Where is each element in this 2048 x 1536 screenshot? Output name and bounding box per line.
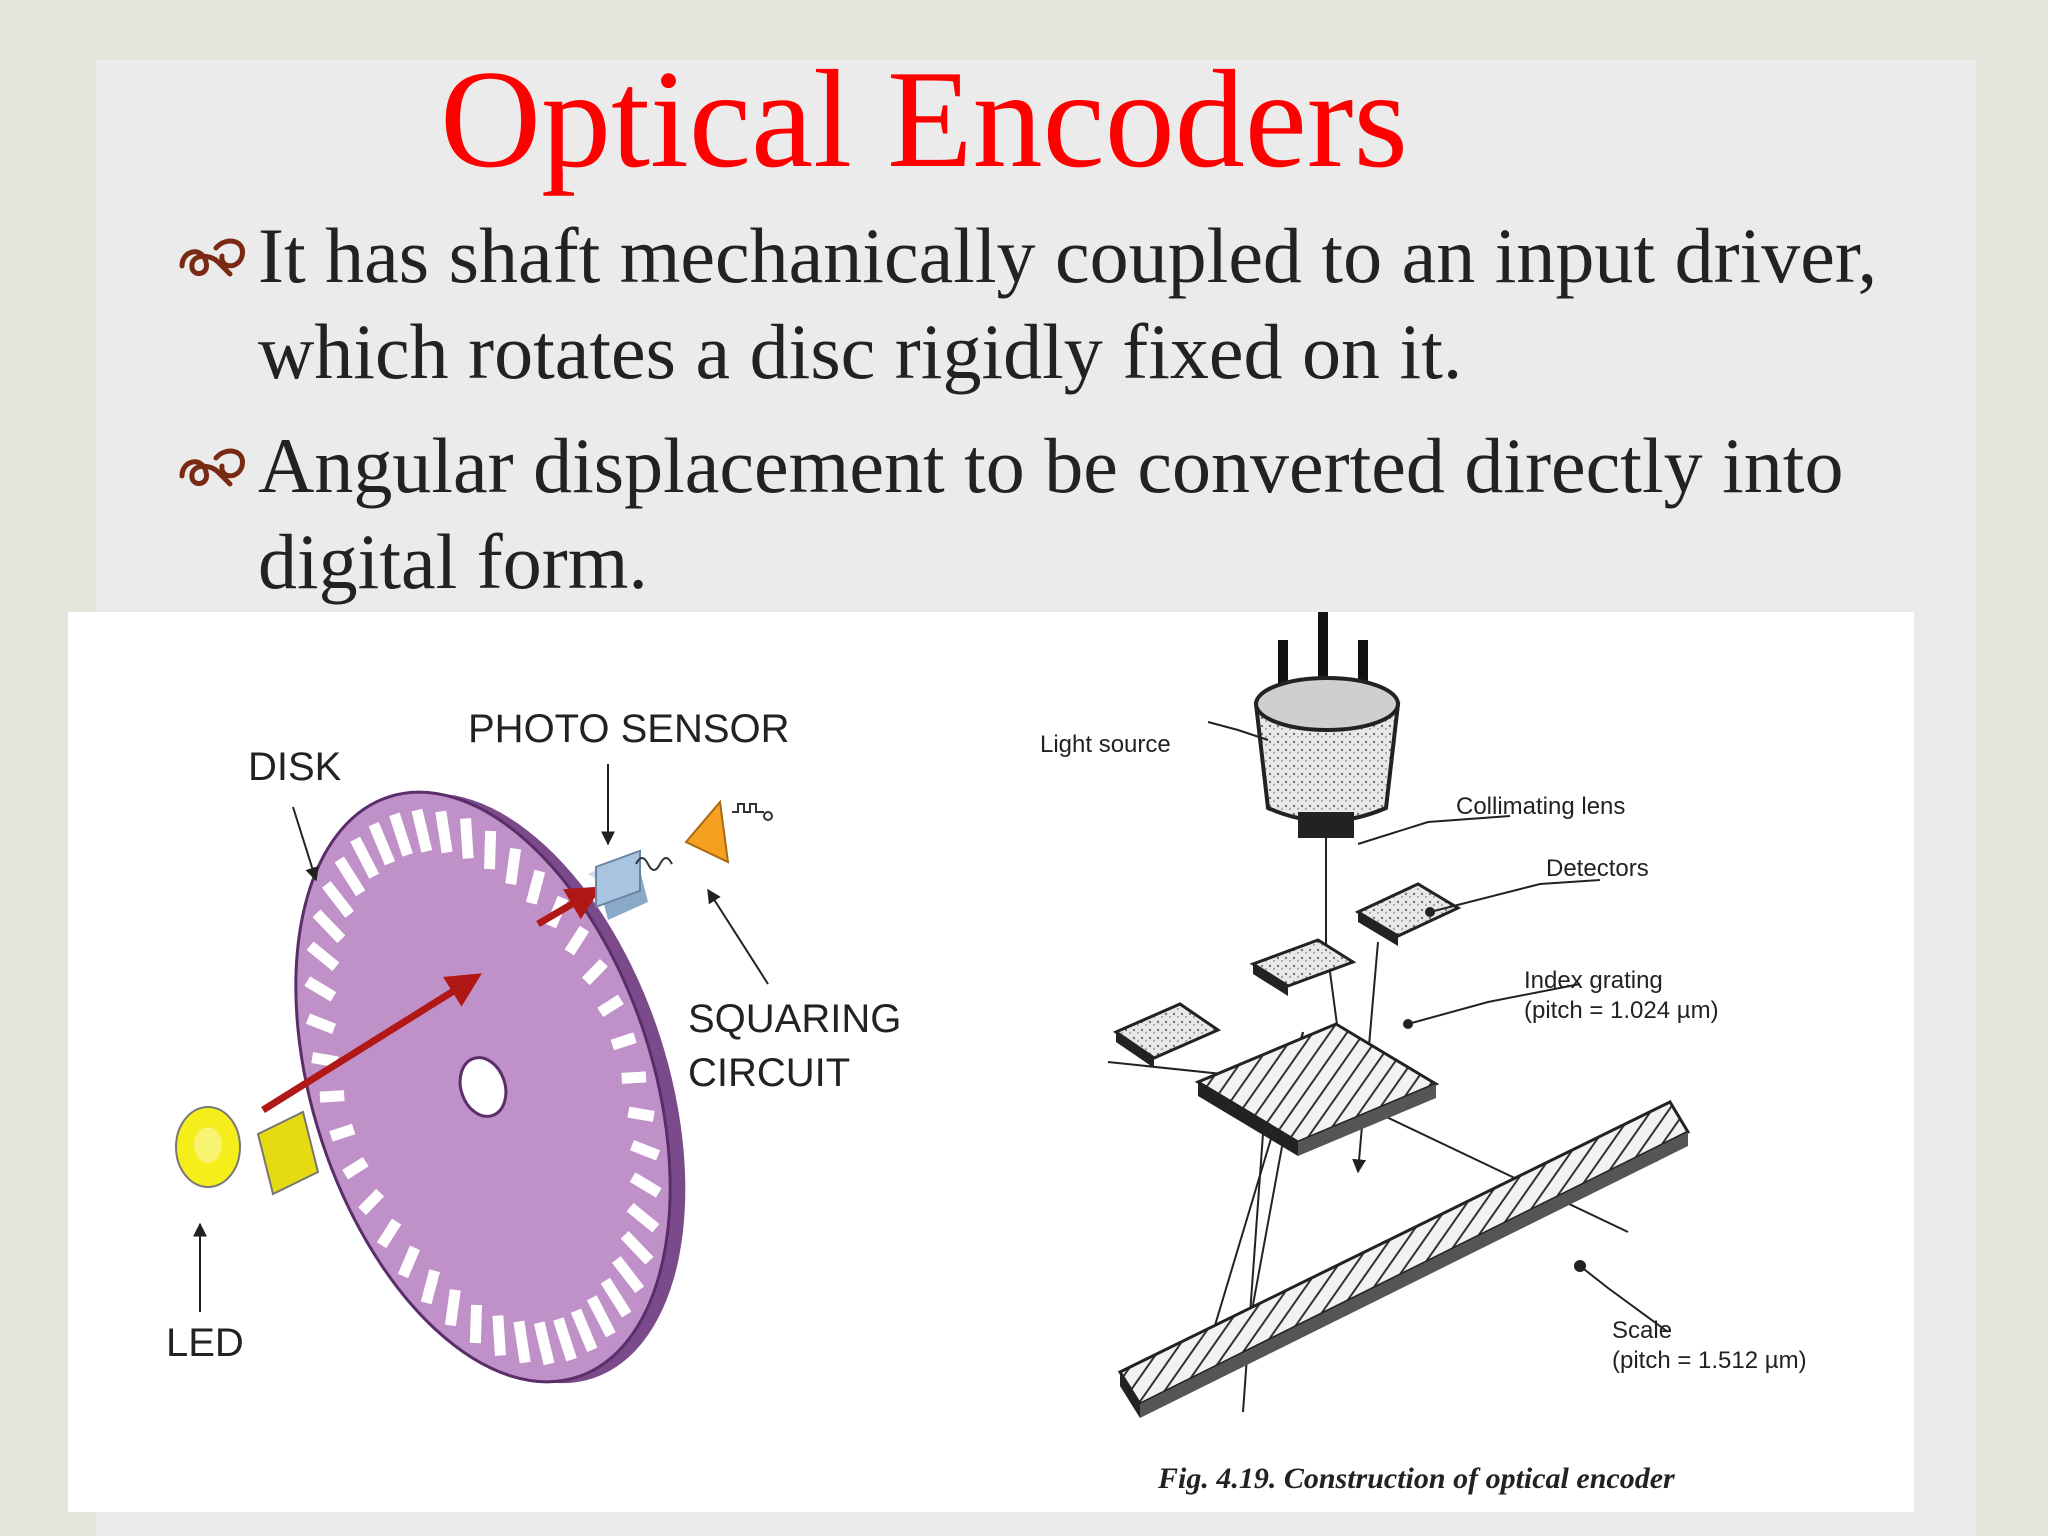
squaring-amplifier-icon: [684, 799, 730, 864]
disk-slot: [306, 941, 340, 972]
bullet-1-line-1: It has shaft mechanically coupled to an …: [258, 212, 1878, 299]
bullet-1-line-2: which rotates a disc rigidly fixed on it…: [258, 308, 1463, 395]
disk-slot: [610, 1032, 637, 1051]
scale-strip: [1117, 1100, 1691, 1418]
square-wave-icon: [732, 803, 764, 813]
label-scale: Scale: [1612, 1317, 1672, 1344]
label-photo-sensor: PHOTO SENSOR: [468, 707, 790, 751]
disk-slot: [435, 810, 453, 854]
disk-slot: [600, 1277, 632, 1318]
label-led: LED: [166, 1321, 244, 1365]
label-index-grating-pitch: (pitch = 1.024 µm): [1524, 997, 1719, 1024]
disk-slot: [533, 1321, 555, 1366]
disk-slot: [626, 1202, 660, 1233]
disk-slot: [570, 1308, 598, 1352]
label-index-grating: Index grating: [1524, 967, 1663, 994]
label-light-source: Light source: [1040, 731, 1171, 758]
label-circuit: CIRCUIT: [688, 1051, 850, 1095]
led-icon: [175, 1106, 320, 1196]
bullet-swirl-icon: [179, 448, 245, 487]
left-encoder-diagram: DISK PHOTO SENSOR SQUARING CIRCUIT LED: [166, 707, 901, 1384]
disk-slot: [581, 958, 608, 986]
disk-slot: [564, 925, 590, 956]
disk-slot: [553, 1317, 577, 1362]
disk-slot: [460, 818, 474, 859]
encoder-figure: DISK PHOTO SENSOR SQUARING CIRCUIT LED: [68, 612, 1914, 1512]
disk-slot: [505, 847, 522, 885]
encoder-disk: [294, 790, 686, 1384]
light-beam-arrow: [261, 973, 482, 1113]
photo-sensor-icon: [588, 849, 648, 920]
disk-slot: [621, 1071, 647, 1084]
right-encoder-diagram: Light source Collimating lens Detectors …: [1040, 612, 1807, 1495]
detector-plate-2: [1249, 938, 1357, 996]
disk-slot: [420, 1269, 440, 1305]
label-detectors: Detectors: [1546, 855, 1649, 882]
bullet-2-line-2: digital form.: [258, 518, 648, 605]
disk-slot: [629, 1172, 662, 1198]
disk-slot: [368, 822, 396, 866]
disk-slot: [620, 1231, 654, 1265]
disk-slot: [389, 812, 413, 857]
light-beam-arrow-2: [536, 886, 603, 928]
disk-slot: [526, 869, 546, 905]
label-disk: DISK: [248, 745, 342, 789]
disk-slot: [629, 1140, 661, 1161]
disk-slot: [305, 1013, 337, 1034]
disk-slot: [329, 1123, 356, 1142]
encoder-figure-svg: DISK PHOTO SENSOR SQUARING CIRCUIT LED: [166, 612, 1807, 1495]
disk-slot: [586, 1295, 616, 1338]
disk-slot: [321, 880, 354, 918]
label-collimating-lens: Collimating lens: [1456, 793, 1625, 820]
disk-slot: [350, 836, 380, 879]
label-scale-pitch: (pitch = 1.512 µm): [1612, 1347, 1807, 1374]
disk-slot: [312, 909, 346, 943]
disk-slots: [304, 808, 662, 1366]
disk-slot: [397, 1245, 421, 1279]
light-source-icon: [1253, 676, 1401, 838]
detector-plate-3: [1354, 882, 1462, 946]
disk-slot: [342, 1156, 369, 1180]
bullet-2-line-1: Angular displacement to be converted dir…: [258, 422, 1844, 509]
disk-slot: [358, 1188, 385, 1216]
bullet-item-1: It has shaft mechanically coupled to an …: [176, 208, 1936, 400]
slide-title: Optical Encoders: [440, 42, 1408, 197]
disk-slot: [311, 1052, 339, 1068]
disk-slot: [469, 1304, 482, 1344]
disk-slot: [612, 1256, 645, 1294]
disk-slot: [334, 856, 366, 897]
disk-slot: [627, 1106, 655, 1122]
disk-slot: [513, 1320, 531, 1364]
analog-signal-icon: [635, 857, 673, 871]
disk-hub-hole: [458, 1056, 508, 1118]
detector-plate-1: [1112, 1002, 1222, 1068]
figure-caption: Fig. 4.19. Construction of optical encod…: [1157, 1462, 1675, 1495]
disk-slot: [597, 994, 624, 1018]
disk-slot: [484, 830, 497, 870]
disk-slot: [319, 1090, 345, 1103]
label-squaring: SQUARING: [688, 997, 901, 1041]
disk-slot: [304, 976, 337, 1002]
disk-slot: [444, 1289, 461, 1327]
disk-slot: [411, 808, 433, 853]
disk-slot: [492, 1315, 506, 1356]
bullet-item-2: Angular displacement to be converted dir…: [176, 418, 1936, 610]
bullet-swirl-icon: [179, 238, 245, 277]
disk-slot: [376, 1218, 402, 1249]
index-grating-plate: [1194, 1022, 1440, 1156]
